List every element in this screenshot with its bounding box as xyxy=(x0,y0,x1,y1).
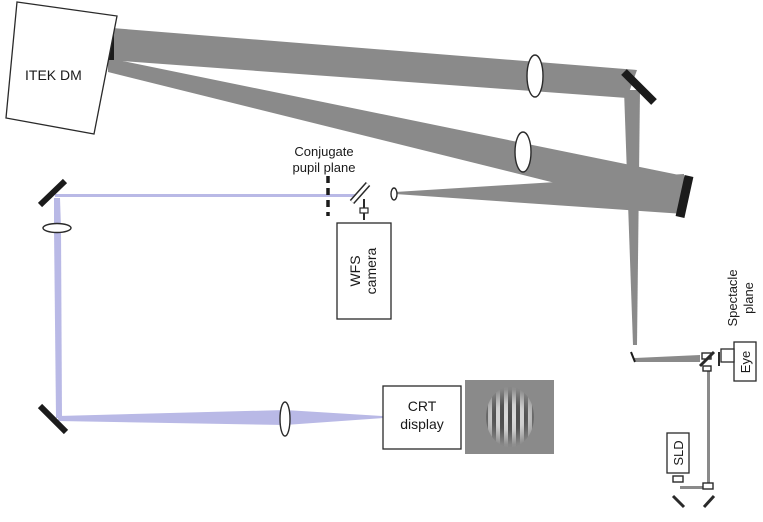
mirror-top-left xyxy=(37,178,68,208)
crt-display-box xyxy=(382,385,462,450)
gray-beam-path xyxy=(108,28,710,489)
mirror-upper-right xyxy=(621,69,657,105)
lens-upper-relay xyxy=(526,54,544,98)
eye-label: Eye xyxy=(738,351,753,373)
conjugate-pupil-label-line1: Conjugate xyxy=(294,144,353,159)
sld-label: SLD xyxy=(671,440,686,465)
beam-sld-horizontal xyxy=(680,486,710,489)
beam-dm-to-upper-mirror xyxy=(108,28,637,98)
beamsplitter-wfs xyxy=(349,182,371,220)
spectacle-plane-label-line1: Spectacle xyxy=(725,269,740,326)
beam-blue-top xyxy=(55,194,360,197)
conjugate-pupil-label-line2: pupil plane xyxy=(293,160,356,175)
mirror-bottom-left xyxy=(37,403,69,435)
sld-box xyxy=(666,432,690,474)
lenses xyxy=(42,54,544,437)
beam-dm-to-right-mirror xyxy=(108,58,684,214)
beam-sld-vertical xyxy=(707,370,710,488)
eye-beamsplitter xyxy=(698,350,720,372)
spectacle-plane-label-line2: plane xyxy=(741,282,756,314)
crt-label-line1: CRT xyxy=(408,398,437,414)
itek-dm-label: ITEK DM xyxy=(25,67,82,83)
mirror-small-fold xyxy=(630,351,636,363)
lens-left-vertical xyxy=(42,222,72,234)
itek-dm-box xyxy=(5,1,118,135)
lens-lower-relay xyxy=(514,131,532,173)
lens-lenslet-array xyxy=(390,187,398,201)
wfs-label-line2: camera xyxy=(363,247,379,294)
beam-fold-to-eye xyxy=(634,355,700,362)
wfs-label-line1: WFS xyxy=(347,255,363,286)
wfs-camera-box xyxy=(336,222,392,320)
mirror-right xyxy=(675,175,694,218)
lens-bottom xyxy=(279,401,291,437)
beam-blue-left-vertical xyxy=(54,198,62,418)
beam-down-to-fold xyxy=(624,90,640,345)
gabor-stimulus-image xyxy=(465,380,554,454)
sld-optics xyxy=(671,475,716,509)
component-boxes xyxy=(5,1,757,474)
beam-blue-bottom xyxy=(58,410,383,425)
mirrors xyxy=(37,28,694,435)
eye-box-notch xyxy=(720,348,735,363)
crt-label-line2: display xyxy=(400,416,444,432)
beam-to-wfs xyxy=(395,174,684,214)
blue-beam-path xyxy=(54,194,383,425)
